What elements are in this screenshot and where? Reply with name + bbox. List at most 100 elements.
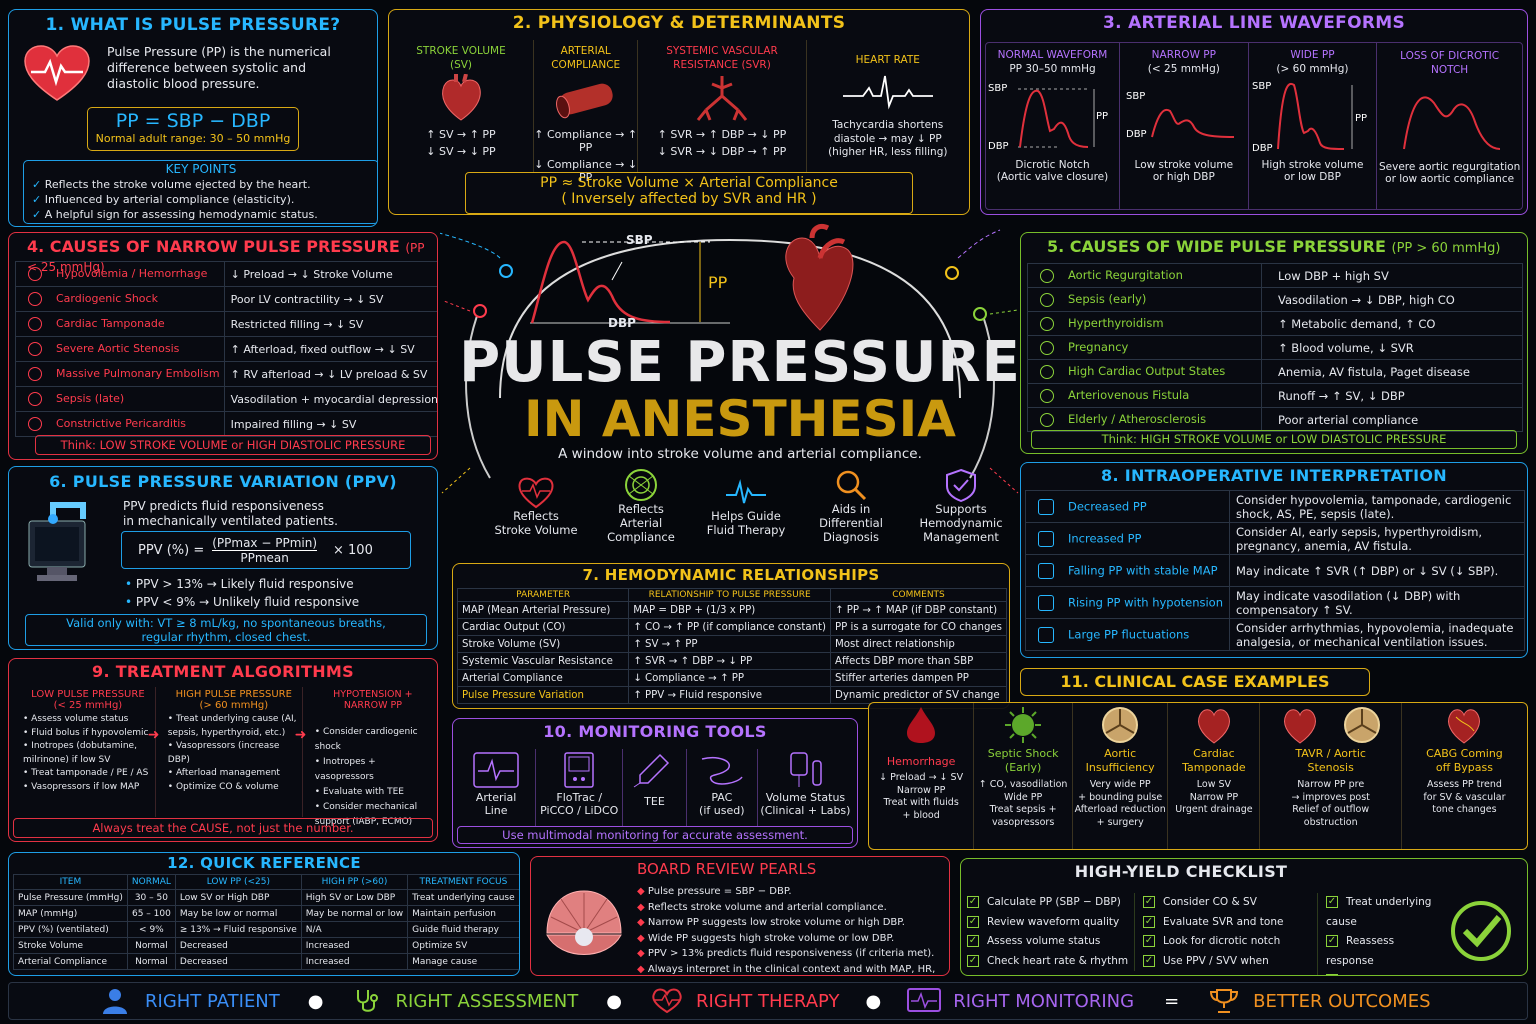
tool-volume-status: Volume Status(Clinical + Labs) bbox=[758, 749, 853, 827]
panel-ppv: 6. PULSE PRESSURE VARIATION (PPV) PPV pr… bbox=[8, 466, 438, 650]
checklist-item[interactable]: ✓Look for dicrotic notch bbox=[1143, 935, 1281, 947]
checkbox-icon[interactable]: ✓ bbox=[1326, 896, 1338, 908]
vessel-tree-icon bbox=[696, 76, 748, 121]
key-point: ✓ Reflects the stroke volume ejected by … bbox=[32, 178, 311, 191]
svg-text:PP: PP bbox=[1096, 111, 1108, 122]
ppv-unresponsive: • PPV < 9% → Unlikely fluid responsive bbox=[125, 595, 360, 609]
determinant-sv: STROKE VOLUME (SV) ↑ SV → ↑ PP ↓ SV → ↓ … bbox=[389, 40, 534, 172]
bacteria-icon bbox=[1005, 707, 1042, 743]
panel-title: 8. INTRAOPERATIVE INTERPRETATION bbox=[1101, 466, 1447, 485]
algo-step: • Afterload management bbox=[167, 768, 280, 778]
cause-icon bbox=[28, 267, 42, 281]
table-row: Sepsis (late)Vasodilation + myocardial d… bbox=[15, 386, 437, 412]
svg-text:DBP: DBP bbox=[988, 141, 1009, 152]
checklist-item[interactable]: ✓Check heart rate & rhythm bbox=[967, 954, 1129, 967]
checklist-item[interactable]: ✓Calculate PP (SBP − DBP) bbox=[967, 896, 1121, 908]
checkbox-icon[interactable]: ✓ bbox=[1326, 974, 1338, 975]
checkbox-icon[interactable]: ✓ bbox=[967, 954, 979, 967]
panel-narrow-pp: 4. CAUSES OF NARROW PULSE PRESSURE (PP <… bbox=[8, 232, 438, 460]
footer-equals: = bbox=[1164, 990, 1180, 1012]
checkbox-icon[interactable]: ✓ bbox=[967, 896, 979, 908]
panel-intraop: 8. INTRAOPERATIVE INTERPRETATION Decreas… bbox=[1020, 462, 1528, 658]
case-line: Wide PP bbox=[1004, 791, 1043, 803]
checkbox-icon[interactable]: ✓ bbox=[967, 935, 979, 947]
pearl-item: ◆ Reflects stroke volume and arterial co… bbox=[637, 901, 887, 913]
cause-icon bbox=[28, 342, 42, 356]
case-line: Treat sepsis + bbox=[989, 804, 1057, 815]
checklist-item[interactable]: ✓Reassess response bbox=[1326, 935, 1395, 967]
algo-high-pp: ➜ HIGH PULSE PRESSURE (> 60 mmHg) • Trea… bbox=[148, 687, 303, 817]
checklist-col: ✓Treat underlying cause ✓Reassess respons… bbox=[1318, 893, 1441, 975]
pearl-shell-icon bbox=[546, 890, 622, 955]
pp-formula: PP = SBP − DBP bbox=[115, 110, 271, 132]
algo-step: • Inotropes (dobutamine, milrinone) if l… bbox=[23, 741, 137, 765]
svg-text:SBP: SBP bbox=[1126, 91, 1145, 102]
pp-definition: Pulse Pressure (PP) is the numerical dif… bbox=[107, 44, 331, 91]
case-line: Relief of outflow bbox=[1292, 804, 1370, 815]
ventilator-icon bbox=[28, 502, 86, 581]
trophy-icon bbox=[1210, 989, 1239, 1013]
heart-pulse-icon bbox=[652, 988, 682, 1014]
case-line: Very wide PP bbox=[1089, 779, 1151, 790]
determinant-svr: SYSTEMIC VASCULAR RESISTANCE (SVR) ↑ SVR… bbox=[638, 40, 807, 172]
pp-relationship-box: PP ≈ Stroke Volume × Arterial Compliance… bbox=[465, 172, 913, 214]
checkbox-icon[interactable]: ✓ bbox=[1326, 935, 1338, 947]
checklist-item[interactable]: ✓Consider CO & SV bbox=[1143, 896, 1257, 908]
checkbox-icon[interactable]: ✓ bbox=[1143, 896, 1155, 908]
checkbox-icon[interactable]: ✓ bbox=[967, 915, 979, 928]
case-line: Low SV bbox=[1196, 779, 1232, 790]
formula-box: PP = SBP − DBP Normal adult range: 30 – … bbox=[87, 107, 299, 151]
center-title-area: SBP DBP PP PULSE PRESSURE IN ANESTHESIA … bbox=[440, 218, 1020, 560]
key-point: ✓ A helpful sign for assessing hemodynam… bbox=[32, 208, 318, 221]
algo-step: • Assess volume status bbox=[23, 714, 129, 724]
heart-bypass-icon bbox=[1448, 709, 1481, 744]
panel-title: 2. PHYSIOLOGY & DETERMINANTS bbox=[512, 13, 846, 33]
vessel-cross-section-icon bbox=[625, 469, 657, 501]
checklist-item[interactable]: ✓Review waveform quality bbox=[967, 915, 1120, 928]
checklist-item[interactable]: ✓Use PPV / SVV when indicated bbox=[1143, 954, 1269, 975]
svg-text:DBP: DBP bbox=[1126, 129, 1147, 140]
case-line: Assess PP trend bbox=[1426, 779, 1502, 790]
case-line: + surgery bbox=[1096, 816, 1144, 828]
case-aortic-insufficiency: Aortic Insufficiency Very wide PP+ bound… bbox=[1073, 703, 1169, 849]
checkbox-icon[interactable]: ✓ bbox=[1143, 935, 1155, 947]
panel-wide-pp: 5. CAUSES OF WIDE PULSE PRESSURE (PP > 6… bbox=[1020, 232, 1528, 454]
checkbox-icon[interactable]: ✓ bbox=[1143, 954, 1155, 967]
panel-title: 6. PULSE PRESSURE VARIATION (PPV) bbox=[49, 472, 397, 491]
case-line: Narrow PP pre bbox=[1297, 779, 1365, 790]
cause-icon bbox=[1040, 412, 1054, 427]
interp-icon bbox=[1038, 594, 1054, 611]
checkbox-icon[interactable]: ✓ bbox=[1143, 915, 1155, 928]
determinant-hr: HEART RATE Tachycardia shortens diastole… bbox=[828, 54, 948, 158]
case-line: Treat with fluids bbox=[883, 797, 959, 808]
svg-text:DBP: DBP bbox=[1252, 143, 1273, 154]
checklist-item[interactable]: ✓Evaluate SVR and tone bbox=[1143, 915, 1284, 928]
cause-icon bbox=[28, 392, 42, 406]
big-check-icon bbox=[1451, 901, 1511, 961]
algo-step: • Vasopressors if low MAP bbox=[23, 781, 140, 792]
algo-step: • Consider mechanical support (IABP, ECM… bbox=[314, 802, 418, 827]
pearl-item: ◆ Pulse pressure = SBP − DBP. bbox=[637, 886, 792, 897]
case-line: Narrow PP bbox=[1189, 791, 1239, 803]
footer-assessment: RIGHT ASSESSMENT bbox=[395, 990, 579, 1012]
probe-icon bbox=[634, 753, 670, 788]
algo-step: • Treat tamponade / PE / AS bbox=[23, 768, 149, 778]
footer-bar: RIGHT PATIENT ● RIGHT ASSESSMENT ● RIGHT… bbox=[8, 982, 1528, 1020]
checklist-item[interactable]: ✓Assess volume status bbox=[967, 935, 1101, 947]
checklist-item[interactable]: ✓Treat underlying cause bbox=[1326, 896, 1432, 928]
checklist-item[interactable]: ✓Monitor trends bbox=[1326, 971, 1441, 975]
footer-outcomes: BETTER OUTCOMES bbox=[1253, 990, 1431, 1012]
center-ring bbox=[440, 223, 1019, 494]
